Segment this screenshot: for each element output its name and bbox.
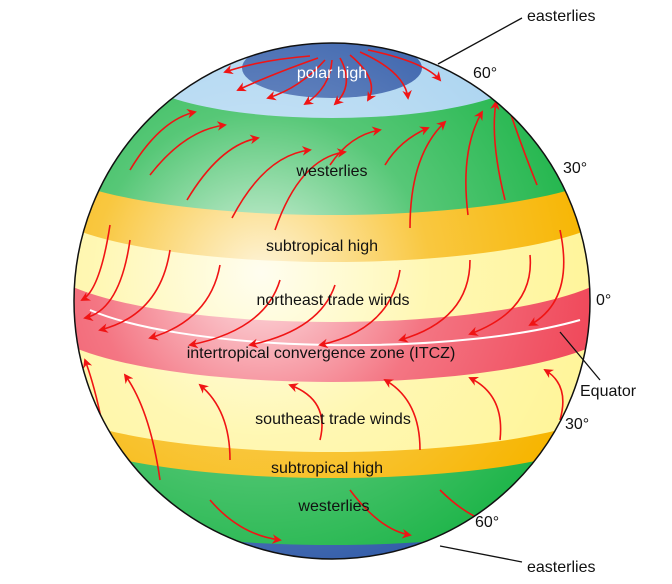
leader-easterlies-south (439, 545, 523, 563)
label-westerlies-south: westerlies (297, 498, 369, 515)
lat-n30: 30° (563, 160, 587, 177)
label-southeast-trades: southeast trade winds (255, 411, 411, 428)
label-northeast-trades: northeast trade winds (257, 292, 410, 309)
lat-s30: 30° (565, 416, 589, 433)
leader-equator (559, 331, 601, 381)
lat-equator: 0° (596, 292, 611, 309)
globe-bands (74, 43, 590, 559)
label-subtropical-high-north: subtropical high (266, 238, 378, 255)
label-polar-high: polar high (297, 65, 367, 82)
label-subtropical-high-south: subtropical high (271, 460, 383, 477)
label-easterlies-south: easterlies (527, 559, 595, 576)
label-westerlies-north: westerlies (295, 163, 367, 180)
label-equator: Equator (580, 383, 637, 400)
label-itcz: intertropical convergence zone (ITCZ) (187, 345, 456, 362)
lat-n60: 60° (473, 65, 497, 82)
globe-outline (73, 42, 591, 560)
lat-s60: 60° (475, 514, 499, 531)
leader-easterlies-north (437, 17, 523, 65)
label-easterlies-north: easterlies (527, 8, 595, 25)
